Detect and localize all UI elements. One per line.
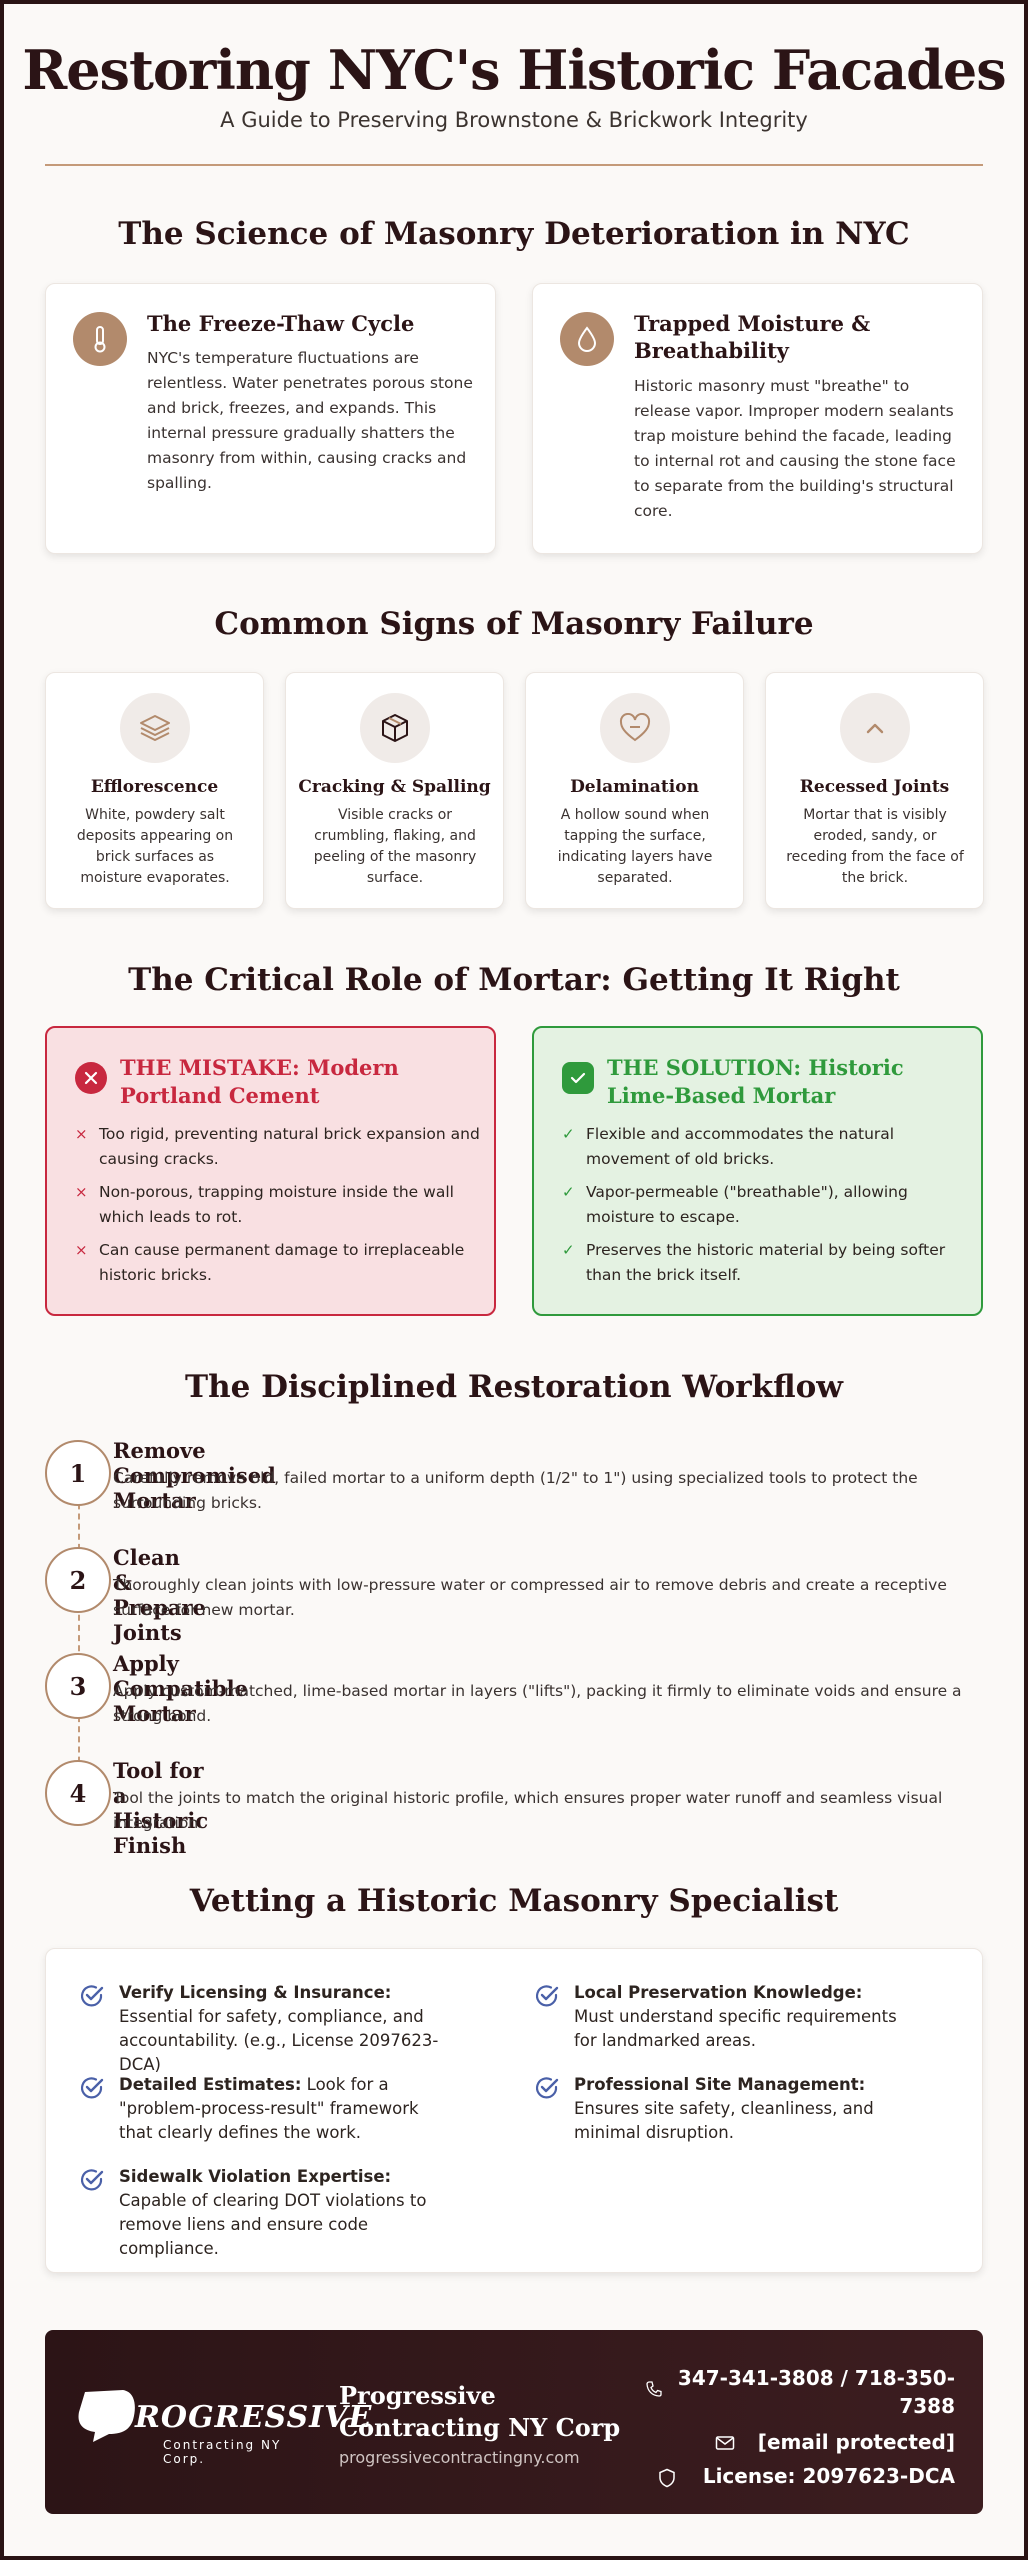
- sign-title: Delamination: [570, 777, 699, 797]
- solution-item: ✓Flexible and accommodates the natural m…: [562, 1122, 967, 1172]
- sign-text: Visible cracks or crumbling, flaking, an…: [313, 807, 477, 886]
- vetting-heading: Vetting a Historic Masonry Specialist: [189, 1883, 839, 1919]
- sign-card-recessed-joints: Recessed Joints Mortar that is visibly e…: [765, 672, 984, 909]
- phone-numbers[interactable]: 347-341-3808 / 718-350-7388: [677, 2366, 955, 2418]
- check-circle-icon: [534, 1983, 560, 2016]
- step-title: Clean & Prepare Joints: [113, 1545, 206, 1645]
- solution-item: ✓Vapor-permeable ("breathable"), allowin…: [562, 1180, 967, 1230]
- workflow-heading: The Disciplined Restoration Workflow: [185, 1369, 843, 1405]
- workflow-connector: [78, 1473, 80, 1793]
- company-logo: ROGRESSIVE Contracting NY Corp.: [75, 2386, 371, 2466]
- logo-wordmark: ROGRESSIVE: [135, 2400, 373, 2435]
- x-mark-icon: ×: [75, 1125, 88, 1143]
- sign-text: White, powdery salt deposits appearing o…: [76, 807, 234, 886]
- vetting-item: Local Preservation Knowledge: Must under…: [534, 1981, 904, 2053]
- vetting-card: Verify Licensing & Insurance: Essential …: [45, 1948, 983, 2273]
- signs-heading: Common Signs of Masonry Failure: [214, 606, 814, 642]
- page-subtitle: A Guide to Preserving Brownstone & Brick…: [220, 108, 808, 132]
- step-number: 3: [45, 1653, 111, 1719]
- step-title: Apply Compatible Mortar: [113, 1651, 248, 1726]
- sign-card-delamination: Delamination A hollow sound when tapping…: [525, 672, 744, 909]
- mistake-item: ×Can cause permanent damage to irreplace…: [75, 1238, 480, 1288]
- sign-title: Cracking & Spalling: [298, 777, 491, 797]
- logo-tagline: Contracting NY Corp.: [163, 2438, 282, 2466]
- email-link[interactable]: [email protected]: [757, 2430, 955, 2454]
- sign-text: A hollow sound when tapping the surface,…: [557, 807, 713, 886]
- page-title: Restoring NYC's Historic Facades: [22, 38, 1006, 102]
- sign-title: Efflorescence: [90, 777, 219, 797]
- step-text: Apply custom-matched, lime-based mortar …: [113, 1682, 962, 1725]
- x-mark-icon: ×: [75, 1183, 88, 1201]
- check-mark-icon: ✓: [562, 1125, 575, 1143]
- vetting-item: Verify Licensing & Insurance: Essential …: [79, 1981, 449, 2077]
- mistake-title: THE MISTAKE: Modern Portland Cement: [120, 1055, 399, 1108]
- thermometer-icon: [73, 312, 127, 366]
- sign-title: Recessed Joints: [799, 777, 950, 797]
- moisture-card: Trapped Moisture & Breathability Histori…: [532, 283, 983, 554]
- phone-icon: [645, 2380, 663, 2402]
- mistake-item: ×Too rigid, preventing natural brick exp…: [75, 1122, 480, 1172]
- sign-card-cracking: Cracking & Spalling Visible cracks or cr…: [285, 672, 504, 909]
- layers-icon: [120, 693, 190, 763]
- step-number: 2: [45, 1547, 111, 1613]
- mistake-box: THE MISTAKE: Modern Portland Cement ×Too…: [45, 1026, 496, 1316]
- check-mark-icon: ✓: [562, 1183, 575, 1201]
- logo-p-icon: [78, 2390, 135, 2442]
- footer: ROGRESSIVE Contracting NY Corp. Progress…: [45, 2330, 983, 2514]
- check-mark-icon: ✓: [562, 1241, 575, 1259]
- card-text: NYC's temperature fluctuations are relen…: [147, 349, 473, 492]
- mistake-item: ×Non-porous, trapping moisture inside th…: [75, 1180, 480, 1230]
- close-icon: [75, 1062, 107, 1094]
- step-number: 4: [45, 1760, 111, 1826]
- card-text: Historic masonry must "breathe" to relea…: [634, 377, 956, 520]
- freeze-thaw-card: The Freeze-Thaw Cycle NYC's temperature …: [45, 283, 496, 554]
- box-icon: [360, 693, 430, 763]
- card-title: Trapped Moisture & Breathability: [634, 311, 871, 363]
- header-divider: [45, 164, 983, 166]
- heart-icon: [600, 693, 670, 763]
- step-text: Carefully remove old, failed mortar to a…: [113, 1469, 918, 1512]
- shield-icon: [658, 2468, 676, 2492]
- step-title: Tool for a Historic Finish: [113, 1758, 209, 1858]
- step-title: Remove Compromised Mortar: [113, 1438, 276, 1513]
- card-title: The Freeze-Thaw Cycle: [147, 311, 415, 336]
- step-number: 1: [45, 1440, 111, 1506]
- license-number: License: 2097623-DCA: [702, 2464, 955, 2488]
- company-name: Progressive Contracting NY Corp: [339, 2381, 621, 2442]
- step-text: Tool the joints to match the original hi…: [113, 1789, 943, 1832]
- water-drop-icon: [560, 312, 614, 366]
- company-website[interactable]: progressivecontractingny.com: [339, 2448, 580, 2467]
- science-heading: The Science of Masonry Deterioration in …: [118, 216, 910, 252]
- solution-box: THE SOLUTION: Historic Lime-Based Mortar…: [532, 1026, 983, 1316]
- vetting-item: Professional Site Management: Ensures si…: [534, 2073, 904, 2145]
- sign-text: Mortar that is visibly eroded, sandy, or…: [786, 807, 964, 886]
- check-icon: [562, 1062, 594, 1094]
- step-text: Thoroughly clean joints with low-pressur…: [113, 1576, 947, 1619]
- mortar-heading: The Critical Role of Mortar: Getting It …: [128, 962, 900, 998]
- mail-icon: [715, 2435, 735, 2455]
- chevron-up-icon: [840, 693, 910, 763]
- solution-title: THE SOLUTION: Historic Lime-Based Mortar: [607, 1055, 904, 1108]
- vetting-item: Detailed Estimates: Look for a "problem-…: [79, 2073, 449, 2145]
- vetting-item: Sidewalk Violation Expertise: Capable of…: [79, 2165, 449, 2261]
- check-circle-icon: [79, 2075, 105, 2108]
- solution-item: ✓Preserves the historic material by bein…: [562, 1238, 967, 1288]
- check-circle-icon: [79, 1983, 105, 2016]
- check-circle-icon: [79, 2167, 105, 2200]
- check-circle-icon: [534, 2075, 560, 2108]
- x-mark-icon: ×: [75, 1241, 88, 1259]
- sign-card-efflorescence: Efflorescence White, powdery salt deposi…: [45, 672, 264, 909]
